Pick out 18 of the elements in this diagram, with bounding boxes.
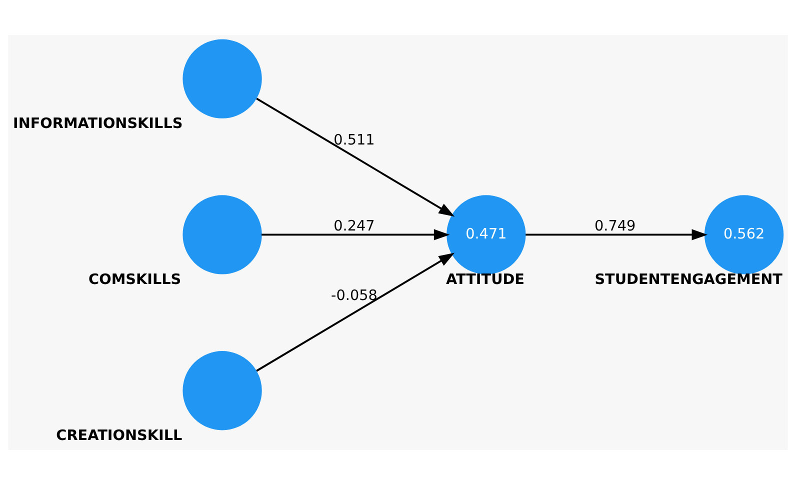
- edge-label: 0.247: [334, 218, 375, 234]
- node-label: COMSKILLS: [88, 272, 182, 288]
- node-label: STUDENTENGAGEMENT: [594, 272, 782, 288]
- node-circle: 0.562: [704, 194, 784, 274]
- edge-label: 0.511: [334, 132, 375, 148]
- edge-label: -0.058: [331, 288, 378, 304]
- edge-label: 0.749: [594, 218, 636, 234]
- arrow: [262, 228, 450, 240]
- node-label: INFORMATIONSKILLS: [12, 116, 183, 132]
- node-circle: [182, 38, 262, 118]
- arrow: [526, 228, 708, 240]
- arrow: [256, 252, 455, 372]
- arrow: [256, 97, 455, 216]
- node-circle: [182, 350, 262, 430]
- node-circle: 0.471: [446, 194, 526, 274]
- node-label: CREATIONSKILL: [56, 427, 182, 444]
- node-label: ATTITUDE: [446, 272, 525, 288]
- node-circle: [182, 194, 262, 274]
